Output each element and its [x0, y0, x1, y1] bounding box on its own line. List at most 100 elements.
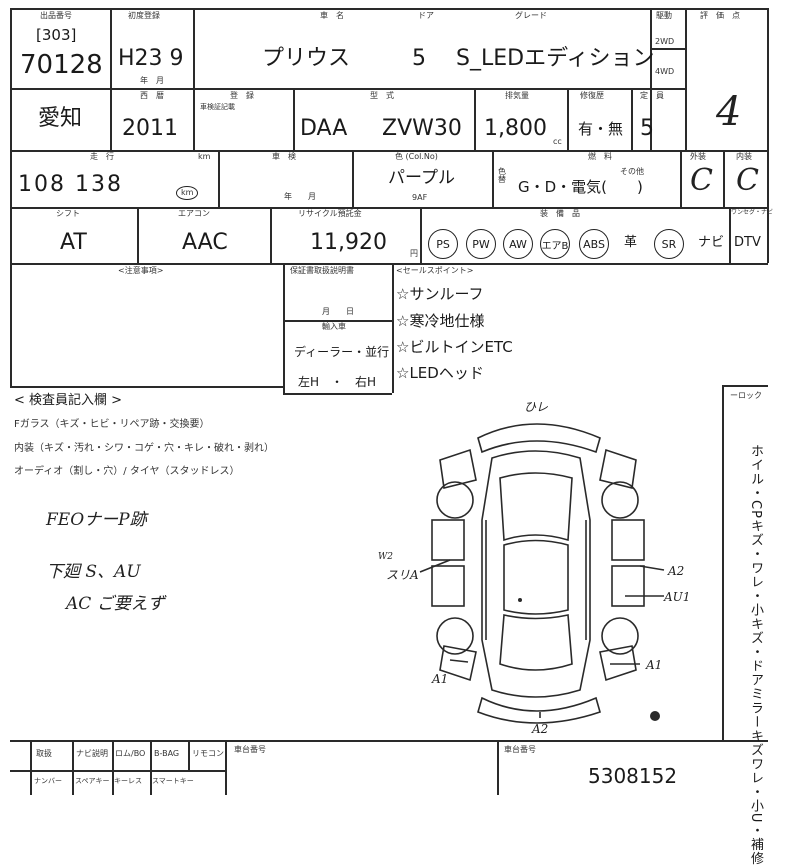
rule: [767, 8, 769, 263]
rule: [110, 88, 112, 150]
rule: [497, 740, 499, 795]
interior-value: C: [736, 163, 759, 198]
door-label: ドア: [418, 11, 434, 20]
inspection-label: 車 検: [272, 152, 296, 161]
footer-cell-2: ナビ説明: [76, 749, 108, 758]
region: 愛知: [38, 106, 83, 131]
score-value: 4: [716, 89, 742, 135]
footer-cell-4: B-BAG: [154, 749, 180, 758]
rule: [352, 150, 354, 207]
rule: [283, 393, 392, 395]
equip-sunroof: SR: [654, 229, 684, 259]
rule: [10, 263, 12, 386]
warranty-label: 保証書取扱説明書: [290, 266, 354, 275]
equip-pw: PW: [466, 229, 496, 259]
mileage-unit: km: [176, 186, 199, 200]
equip-navi: ナビ: [698, 235, 725, 250]
fuel-label: 燃 料: [588, 152, 612, 161]
score-label: 評 価 点: [700, 11, 740, 20]
exterior-value: C: [690, 163, 713, 198]
rule: [293, 88, 295, 150]
rule: [392, 263, 394, 393]
model-value: ZVW30: [382, 116, 462, 141]
equip-label: 装 備 品: [540, 209, 580, 218]
rule: [137, 207, 139, 263]
rule: [193, 8, 195, 88]
inspector-interior: 内装（キズ・汚れ・シワ・コゲ・穴・キレ・破れ・剥れ）: [14, 443, 274, 454]
rule: [72, 740, 74, 795]
interior-label: 内装: [736, 152, 752, 161]
mark-right-2: AU1: [664, 590, 691, 604]
first-reg-sub: 年 月: [140, 76, 164, 85]
lot-number: 70128: [20, 50, 103, 80]
rule: [567, 88, 569, 150]
rule: [650, 48, 685, 50]
model-prefix: DAA: [300, 116, 348, 141]
mark-left: スリA: [386, 568, 419, 582]
equip-airbag: エアB: [540, 229, 570, 259]
equip-ps: PS: [428, 229, 458, 259]
rule: [10, 207, 768, 209]
rule: [474, 88, 476, 150]
rule: [10, 8, 768, 10]
warranty-sub: 月 日: [322, 307, 354, 316]
reg-label: 登 録: [230, 91, 254, 100]
mark-top: ひレ: [524, 400, 549, 414]
exterior-label: 外装: [690, 152, 706, 161]
mileage-value: 108 138: [18, 172, 123, 197]
rule: [492, 150, 494, 207]
capacity-value: 5: [640, 116, 654, 141]
import-label: 輸入車: [322, 322, 346, 331]
footer-cell-8: キーレス: [114, 777, 142, 785]
sales-point-1: ☆サンルーフ: [396, 285, 484, 303]
caution-label: <注意事項>: [118, 266, 164, 275]
drive-4wd: 4WD: [655, 67, 675, 76]
handwritten-note-1: FEOナーP跡: [46, 510, 147, 530]
footer-cell-7: スペアキー: [75, 777, 110, 785]
carname-label: 車 名: [320, 11, 344, 20]
one-seg-label: ワンセグ・ナビ: [731, 209, 774, 216]
sales-point-3: ☆ビルトインETC: [396, 338, 513, 356]
recycle-label: リサイクル預託金: [298, 209, 362, 218]
equip-dtv: DTV: [734, 235, 761, 250]
rule: [10, 150, 768, 152]
equip-aw: AW: [503, 229, 533, 259]
rule: [110, 8, 112, 88]
rule: [218, 150, 220, 207]
inspector-glass: Fガラス（キズ・ヒビ・リペア跡・交換要）: [14, 419, 210, 430]
cc-value: 1,800: [484, 116, 547, 141]
color-label: 色 (Col.No): [395, 152, 438, 161]
import-value: ディーラー・並行: [294, 345, 390, 359]
drive-2wd: 2WD: [655, 37, 675, 46]
color-value: パープル: [388, 168, 455, 188]
rule: [112, 740, 114, 795]
inspector-title: < 検査員記入欄 >: [14, 393, 123, 408]
mark-bottom: A2: [532, 722, 549, 736]
ac-label: エアコン: [178, 209, 210, 218]
handle-value: 左H ・ 右H: [298, 375, 377, 389]
handwritten-note-3: AC ご要えず: [66, 594, 165, 614]
grade-value: S_LEDエディション: [456, 46, 655, 71]
rule: [283, 320, 392, 322]
rule: [420, 207, 422, 263]
repair-label: 修復歴: [580, 91, 604, 100]
handwritten-note-2: 下廻 S、AU: [46, 562, 141, 582]
rule: [270, 207, 272, 263]
cc-unit: cc: [553, 137, 562, 146]
color-change: 色替: [498, 167, 506, 184]
inspector-audio: オーディオ（割し・穴）/ タイヤ（スタッドレス）: [14, 466, 240, 477]
frame-number: 5308152: [588, 764, 678, 788]
reg-sub: 車検証記載: [200, 103, 235, 111]
year-label: 西 暦: [140, 91, 164, 100]
rule: [680, 150, 682, 207]
rule: [10, 8, 12, 263]
footer-cell-1: 取扱: [36, 749, 52, 758]
rule: [193, 88, 195, 150]
ac-value: AAC: [182, 230, 228, 255]
sales-label: <セールスポイント>: [396, 266, 474, 275]
footer-cell-5: リモコン: [192, 749, 224, 758]
mark-bottom-left: A1: [432, 672, 449, 686]
mark-left-top: W2: [378, 552, 393, 562]
lot-label: 出品番号: [40, 11, 72, 20]
rule: [650, 8, 652, 150]
